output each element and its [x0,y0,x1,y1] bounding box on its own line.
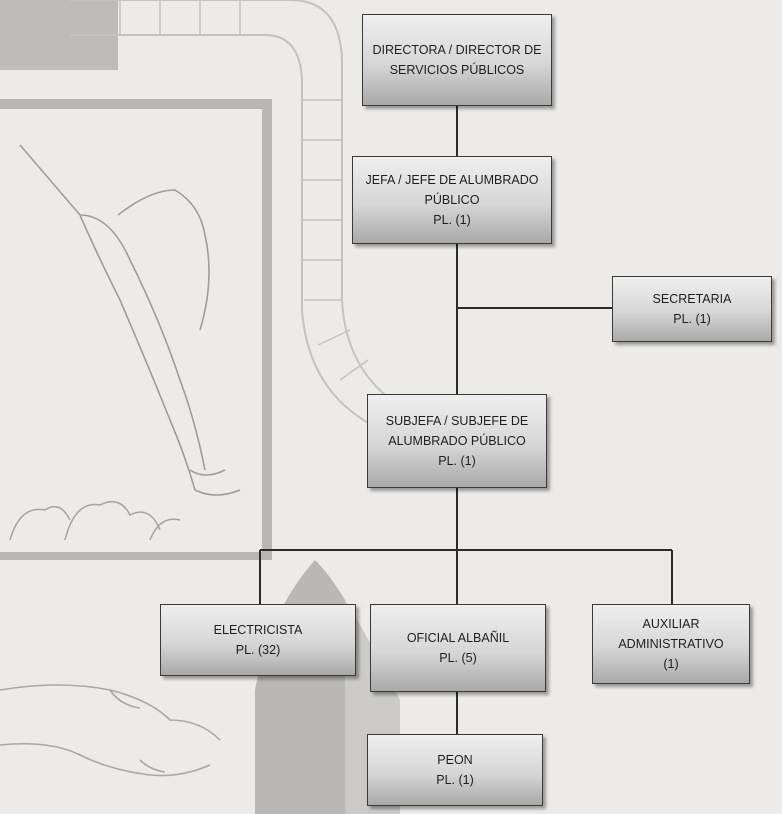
director-line2: SERVICIOS PÚBLICOS [389,63,525,77]
secretaria-line1: SECRETARIA [652,292,732,306]
peon-line1: PEON [437,753,473,767]
box-electricista: ELECTRICISTA PL. (32) [160,604,356,676]
box-peon: PEON PL. (1) [367,734,543,806]
albanil-count: PL. (5) [439,651,477,665]
electricista-count: PL. (32) [235,643,281,657]
auxiliar-count: (1) [663,657,679,671]
peon-count: PL. (1) [436,773,474,787]
watermark-pipe [70,0,386,426]
secretaria-count: PL. (1) [673,312,711,326]
albanil-line1: OFICIAL ALBAÑIL [406,631,510,645]
box-subjefe: SUBJEFA / SUBJEFE DE ALUMBRADO PÚBLICO P… [367,394,547,488]
watermark-sailfish [19,144,241,496]
subjefe-count: PL. (1) [438,454,476,468]
jefe-line1: JEFA / JEFE DE ALUMBRADO [365,173,539,187]
jefe-count: PL. (1) [433,213,471,227]
box-albanil: OFICIAL ALBAÑIL PL. (5) [370,604,546,692]
box-secretaria: SECRETARIA PL. (1) [612,276,772,342]
subjefe-line2: ALUMBRADO PÚBLICO [388,434,526,448]
box-auxiliar: AUXILIAR ADMINISTRATIVO (1) [592,604,750,684]
box-director: DIRECTORA / DIRECTOR DE SERVICIOS PÚBLIC… [362,14,552,106]
watermark-handshake [0,684,221,777]
auxiliar-line1: AUXILIAR [642,617,700,631]
box-jefe: JEFA / JEFE DE ALUMBRADO PÚBLICO PL. (1) [352,156,552,244]
subjefe-line1: SUBJEFA / SUBJEFE DE [385,414,529,428]
jefe-line2: PÚBLICO [424,193,480,207]
electricista-line1: ELECTRICISTA [213,623,303,637]
director-line1: DIRECTORA / DIRECTOR DE [372,43,542,57]
watermark-trees [9,500,181,541]
auxiliar-line2: ADMINISTRATIVO [618,637,724,651]
watermark-frame [0,99,272,560]
